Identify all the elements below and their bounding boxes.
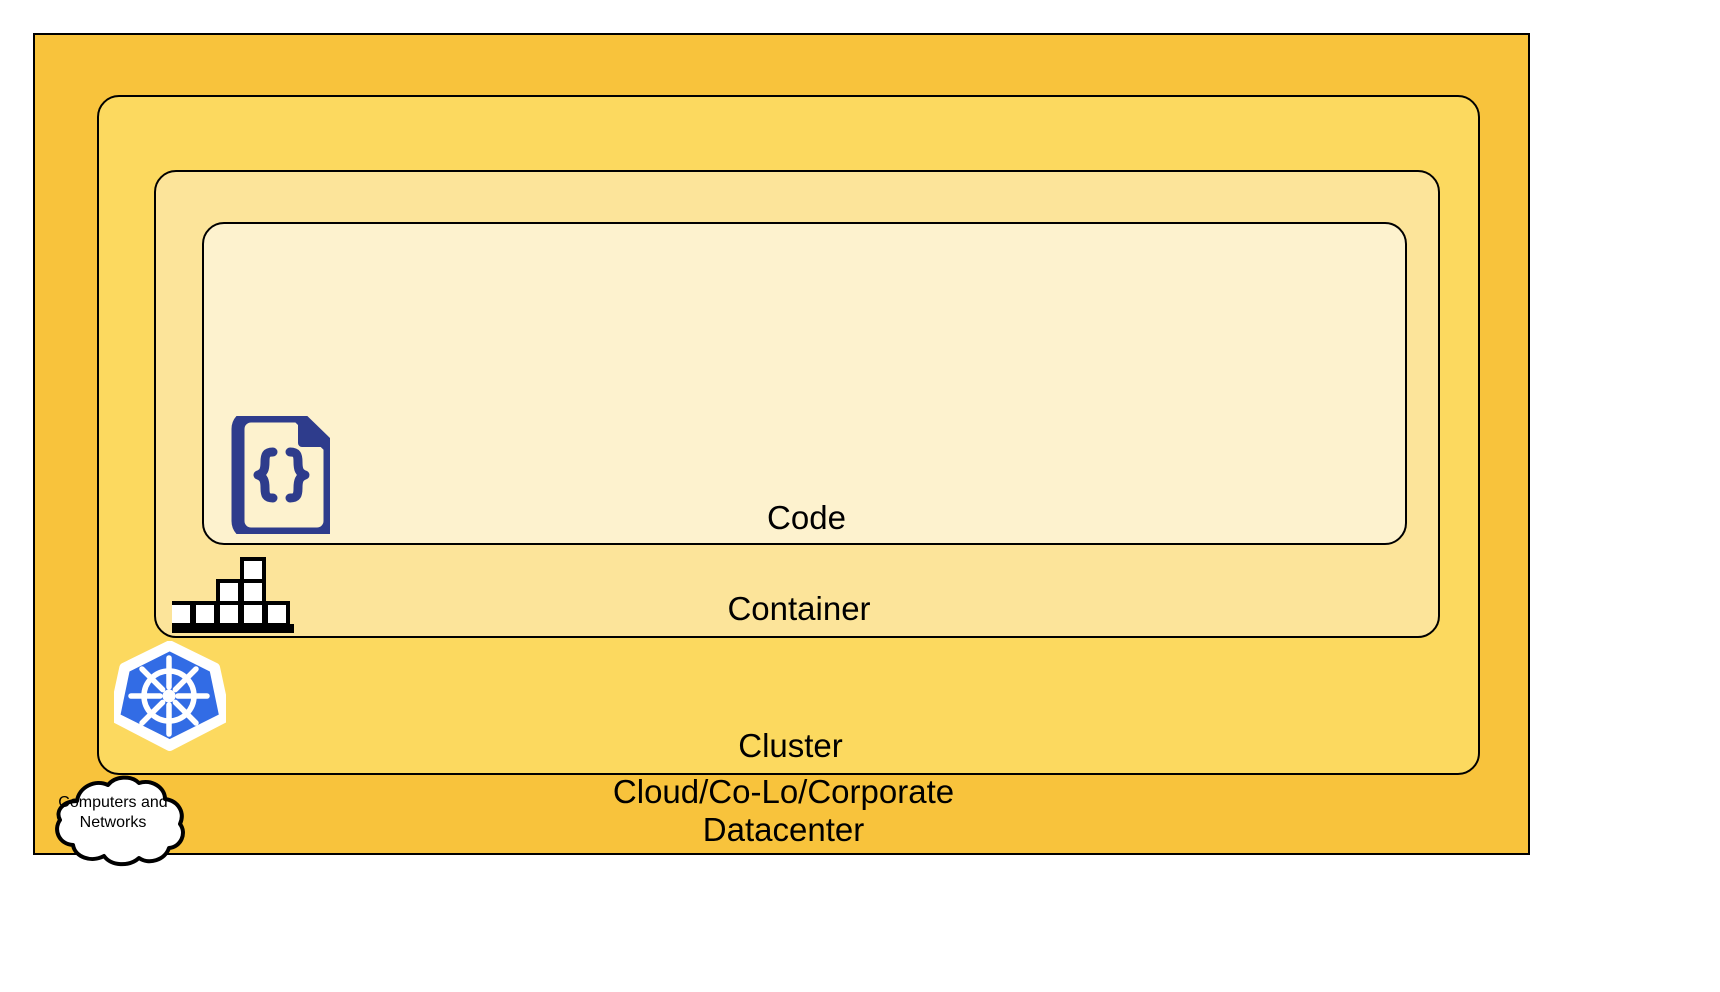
layer-container-label: Container	[727, 590, 871, 627]
layer-code-label: Code	[767, 499, 846, 536]
layer-cluster-label: Cluster	[738, 727, 843, 764]
cloud-callout-computers-networks[interactable]	[33, 775, 193, 867]
layer-datacenter-label-line1: Cloud/Co-Lo/Corporate	[612, 773, 955, 810]
layer-container[interactable]: Container	[154, 170, 1440, 638]
layer-code[interactable]: Code	[202, 222, 1407, 545]
code-document-icon	[226, 409, 337, 541]
container-boxes-icon	[168, 554, 300, 634]
layer-datacenter[interactable]: Cloud/Co-Lo/Corporate Datacenter Cluster	[33, 33, 1530, 855]
layer-datacenter-label-line2: Datacenter	[702, 811, 865, 848]
kubernetes-icon	[108, 640, 231, 751]
layer-cluster[interactable]: Cluster	[97, 95, 1480, 775]
layer-datacenter-label: Cloud/Co-Lo/Corporate Datacenter	[35, 773, 1532, 849]
